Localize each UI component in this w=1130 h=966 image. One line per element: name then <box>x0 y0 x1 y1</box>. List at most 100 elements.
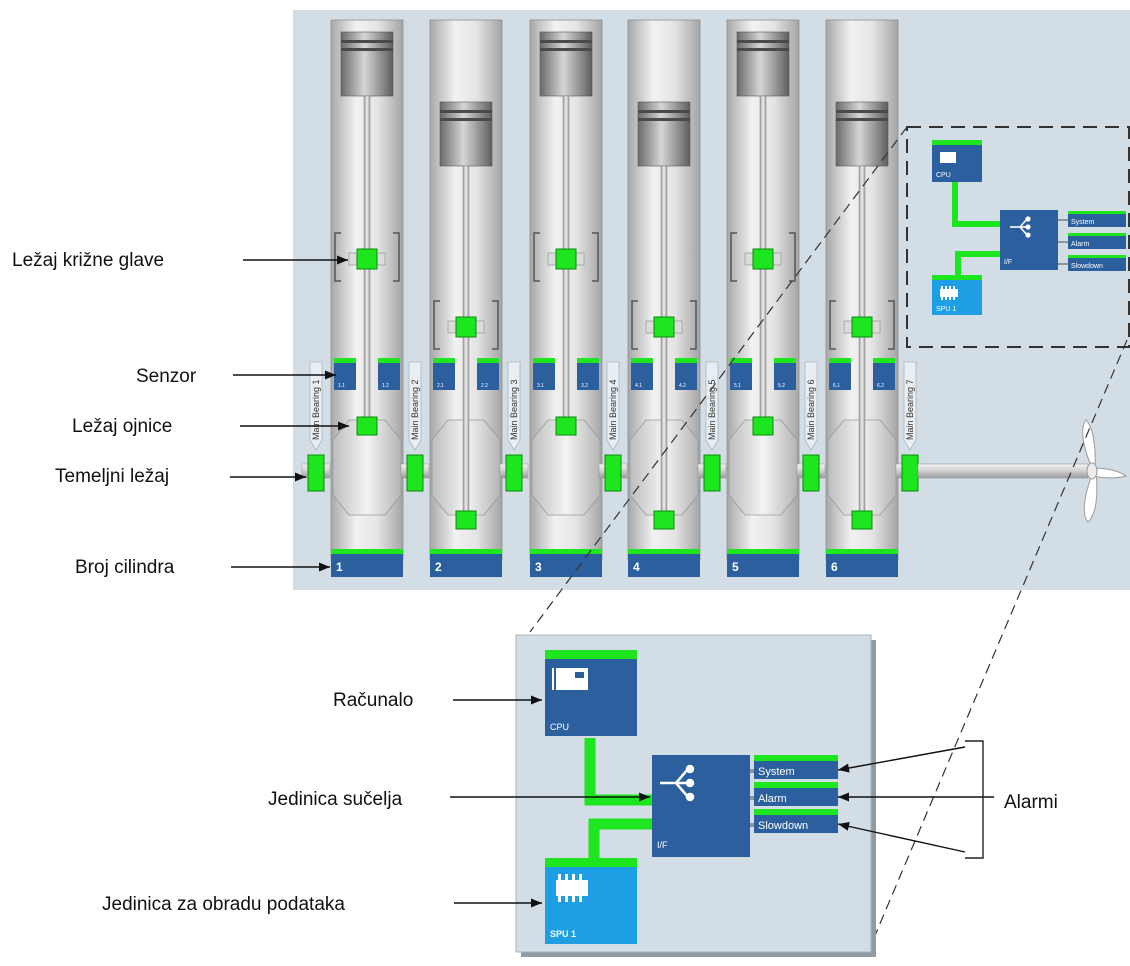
cpu-box-large <box>545 650 637 736</box>
crosshead-bearing-indicator <box>653 316 675 338</box>
connecting-rod <box>660 326 668 522</box>
sensor-5.2: 5.2 <box>774 358 796 390</box>
label-processing-unit: Jedinica za obradu podataka <box>102 894 345 915</box>
cylinder-number-status <box>727 549 799 554</box>
main-bearing-4: Main Bearing 4 <box>598 361 628 492</box>
main-bearing-indicator <box>703 454 721 492</box>
cylinder-number-status <box>530 549 602 554</box>
output-box-small <box>1068 233 1126 249</box>
sensor-1.1: 1.1 <box>334 358 356 390</box>
cylinder-number-label: 2 <box>435 560 442 574</box>
main-bearing-indicator <box>802 454 820 492</box>
label-cylinder-number: Broj cilindra <box>75 557 175 578</box>
piston-ring <box>341 40 393 43</box>
sensor-label: 4.2 <box>679 383 686 389</box>
connecting-rod <box>858 326 866 522</box>
cylinder-number-bar <box>826 552 898 577</box>
label-crosshead-bearing: Ležaj križne glave <box>12 250 164 271</box>
zoom-line-right <box>867 339 1128 953</box>
main-bearing-2: Main Bearing 2 <box>400 361 430 492</box>
sensor-4.1: 4.1 <box>631 358 653 390</box>
crosshead-guide-left <box>533 232 540 282</box>
main-bearing-tag <box>408 361 422 451</box>
main-bearing-7: Main Bearing 7 <box>895 361 925 492</box>
main-bearing-tag <box>804 361 818 451</box>
piston-ring <box>540 48 592 51</box>
arrowhead-icon <box>838 763 850 773</box>
crankpin-bearing-indicator <box>752 416 774 436</box>
main-bearing-tag <box>507 361 521 451</box>
label-interface-unit: Jedinica sučelja <box>268 789 403 810</box>
crosshead-guide-right <box>592 232 599 282</box>
arrow-processing-unit <box>454 898 542 908</box>
crosshead-guide-left <box>730 232 737 282</box>
sensor-box <box>829 358 851 390</box>
sensor-status-bar <box>577 358 599 363</box>
sensor-status-bar <box>477 358 499 363</box>
output-status-small <box>1068 211 1126 214</box>
sensor-status-bar <box>730 358 752 363</box>
arrowhead-icon <box>531 695 542 705</box>
cpu-label-small: CPU <box>936 172 951 179</box>
cylinder-4: 4.1 4.2 4 <box>627 19 701 577</box>
sensor-box <box>433 358 455 390</box>
crosshead-bearing-indicator <box>356 248 378 270</box>
cpu-link <box>952 180 1008 227</box>
label-sensor: Senzor <box>136 366 197 387</box>
sensor-label: 4.1 <box>635 383 642 389</box>
arrowhead-icon <box>319 562 330 572</box>
cpu-chip-icon <box>940 152 956 163</box>
crankpin-bearing-indicator <box>851 510 873 530</box>
sensor-box <box>631 358 653 390</box>
crankpin-bearing-indicator <box>653 510 675 530</box>
crosshead-bearing-indicator <box>752 248 774 270</box>
cylinder-number-label: 4 <box>633 560 640 574</box>
main-bearing-indicator <box>307 454 325 492</box>
main-bearing-indicator <box>901 454 919 492</box>
crosshead-guide-left <box>829 300 836 350</box>
sensor-box <box>378 358 400 390</box>
label-computer: Računalo <box>333 690 413 711</box>
piston-rod <box>363 95 371 260</box>
sensor-6.2: 6.2 <box>873 358 895 390</box>
crosshead-guide-left <box>334 232 341 282</box>
output-label-large: Slowdown <box>758 820 808 832</box>
crosshead-bearing-indicator <box>555 248 577 270</box>
connecting-rod <box>363 258 371 428</box>
sensor-1.2: 1.2 <box>378 358 400 390</box>
sensor-status-bar <box>378 358 400 363</box>
cylinder-number-bar <box>331 552 403 577</box>
sensor-box <box>477 358 499 390</box>
arrowhead-icon <box>295 472 306 482</box>
spu-link-large <box>588 818 652 858</box>
arrow-computer <box>453 695 542 705</box>
piston-rod <box>858 165 866 328</box>
label-alarms: Alarmi <box>1004 792 1058 813</box>
sensor-label: 3.1 <box>537 383 544 389</box>
crankpin-bearing-indicator <box>455 510 477 530</box>
main-bearing-3: Main Bearing 3 <box>499 361 529 492</box>
main-bearing-tag <box>309 361 323 451</box>
sensor-3.1: 3.1 <box>533 358 555 390</box>
arrowhead-icon <box>838 821 850 831</box>
interface-label-large: I/F <box>657 840 668 850</box>
arrowhead-icon <box>338 421 349 431</box>
crosshead-guide-right <box>492 300 499 350</box>
output-status-small <box>1068 233 1126 236</box>
main-bearing-tag <box>606 361 620 451</box>
main-bearing-label: Main Bearing 6 <box>806 379 816 440</box>
sensor-3.2: 3.2 <box>577 358 599 390</box>
arrow-interface-unit <box>450 792 650 802</box>
sensor-box <box>334 358 356 390</box>
output-box-small <box>1068 255 1126 271</box>
sensor-2.1: 2.1 <box>433 358 455 390</box>
output-box-small <box>1068 211 1126 227</box>
main-bearing-label: Main Bearing 2 <box>410 379 420 440</box>
cpu-chip-icon-large <box>552 668 588 690</box>
output-label-small: Alarm <box>1071 241 1089 248</box>
